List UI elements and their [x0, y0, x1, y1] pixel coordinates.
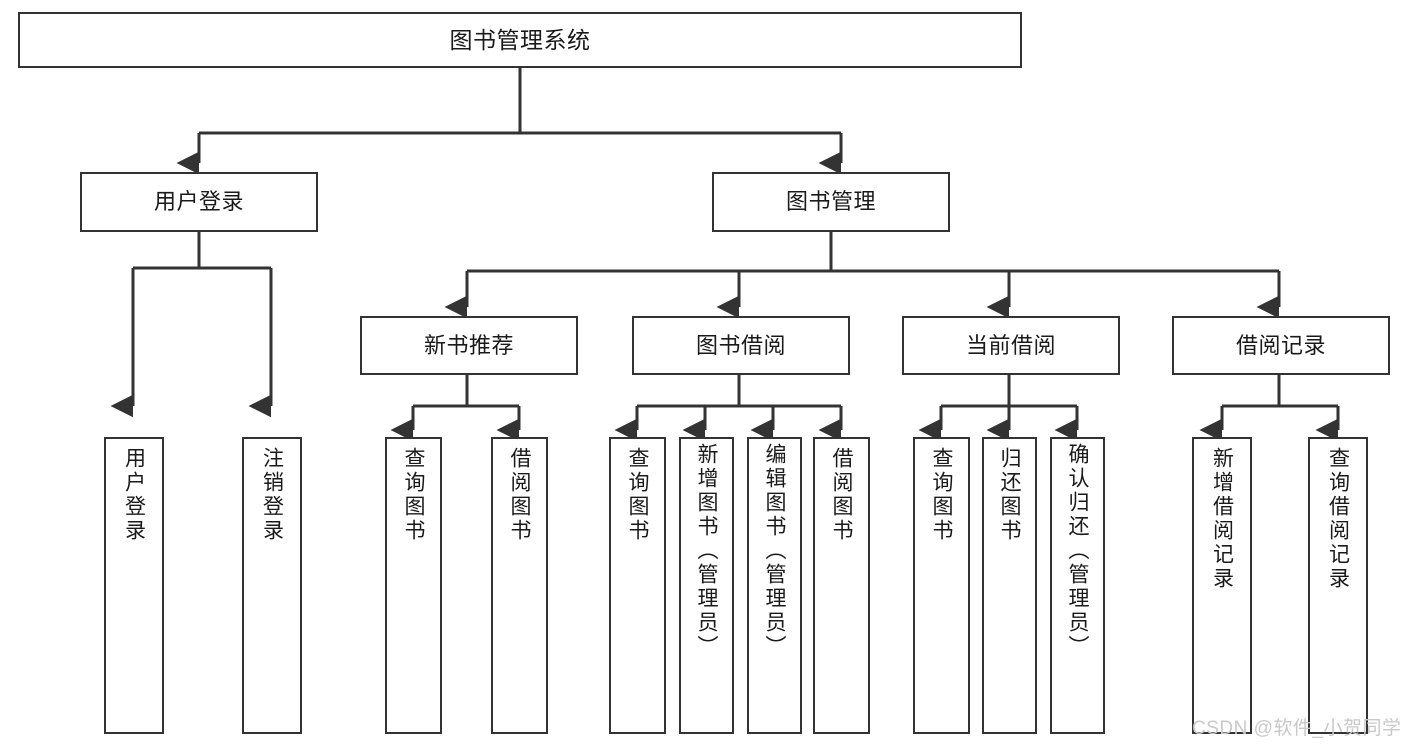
node-book-manage-label: 图书管理	[785, 189, 876, 215]
leaf-query-record[interactable]: 查询借阅记录	[1308, 437, 1368, 734]
watermark: CSDN @软件_小贺同学	[1192, 718, 1402, 739]
leaf-add-record-label: 新增借阅记录	[1210, 447, 1234, 591]
leaf-query-book-2[interactable]: 查询图书	[609, 437, 666, 734]
node-user-login-label: 用户登录	[153, 189, 244, 215]
leaf-query-book-3-label: 查询图书	[930, 447, 953, 543]
leaf-query-book-3[interactable]: 查询图书	[913, 437, 970, 734]
node-new-book-rec-label: 新书推荐	[423, 332, 514, 358]
leaf-query-record-label: 查询借阅记录	[1326, 447, 1350, 591]
leaf-borrow-book-1[interactable]: 借阅图书	[491, 437, 548, 734]
leaf-user-logout[interactable]: 注销登录	[242, 437, 302, 734]
leaf-edit-book[interactable]: 编辑图书（管理员）	[747, 437, 802, 734]
leaf-add-book-label: 新增图书（管理员）	[695, 443, 718, 659]
leaf-user-login-label: 用户登录	[122, 447, 146, 543]
leaf-confirm-return-label: 确认归还（管理员）	[1066, 443, 1089, 659]
leaf-add-record[interactable]: 新增借阅记录	[1192, 437, 1252, 734]
node-user-login[interactable]: 用户登录	[80, 172, 318, 232]
node-new-book-rec[interactable]: 新书推荐	[360, 316, 578, 375]
leaf-borrow-book-2[interactable]: 借阅图书	[813, 437, 870, 734]
leaf-edit-book-label: 编辑图书（管理员）	[763, 443, 786, 659]
leaf-add-book[interactable]: 新增图书（管理员）	[679, 437, 734, 734]
leaf-user-login[interactable]: 用户登录	[104, 437, 164, 734]
node-book-borrow-label: 图书借阅	[695, 332, 786, 358]
leaf-return-book-label: 归还图书	[998, 447, 1021, 543]
leaf-borrow-book-1-label: 借阅图书	[508, 447, 531, 543]
leaf-return-book[interactable]: 归还图书	[982, 437, 1037, 734]
leaf-confirm-return[interactable]: 确认归还（管理员）	[1050, 437, 1105, 734]
node-borrow-record[interactable]: 借阅记录	[1172, 316, 1390, 375]
node-root[interactable]: 图书管理系统	[18, 12, 1022, 68]
node-book-borrow[interactable]: 图书借阅	[632, 316, 850, 375]
node-book-manage[interactable]: 图书管理	[712, 172, 950, 232]
node-current-borrow[interactable]: 当前借阅	[902, 316, 1120, 375]
leaf-query-book-1[interactable]: 查询图书	[385, 437, 442, 734]
leaf-query-book-1-label: 查询图书	[402, 447, 425, 543]
leaf-borrow-book-2-label: 借阅图书	[830, 447, 853, 543]
node-borrow-record-label: 借阅记录	[1235, 332, 1326, 358]
leaf-query-book-2-label: 查询图书	[626, 447, 649, 543]
node-root-label: 图书管理系统	[449, 26, 591, 53]
node-current-borrow-label: 当前借阅	[965, 332, 1056, 358]
leaf-user-logout-label: 注销登录	[260, 447, 284, 543]
